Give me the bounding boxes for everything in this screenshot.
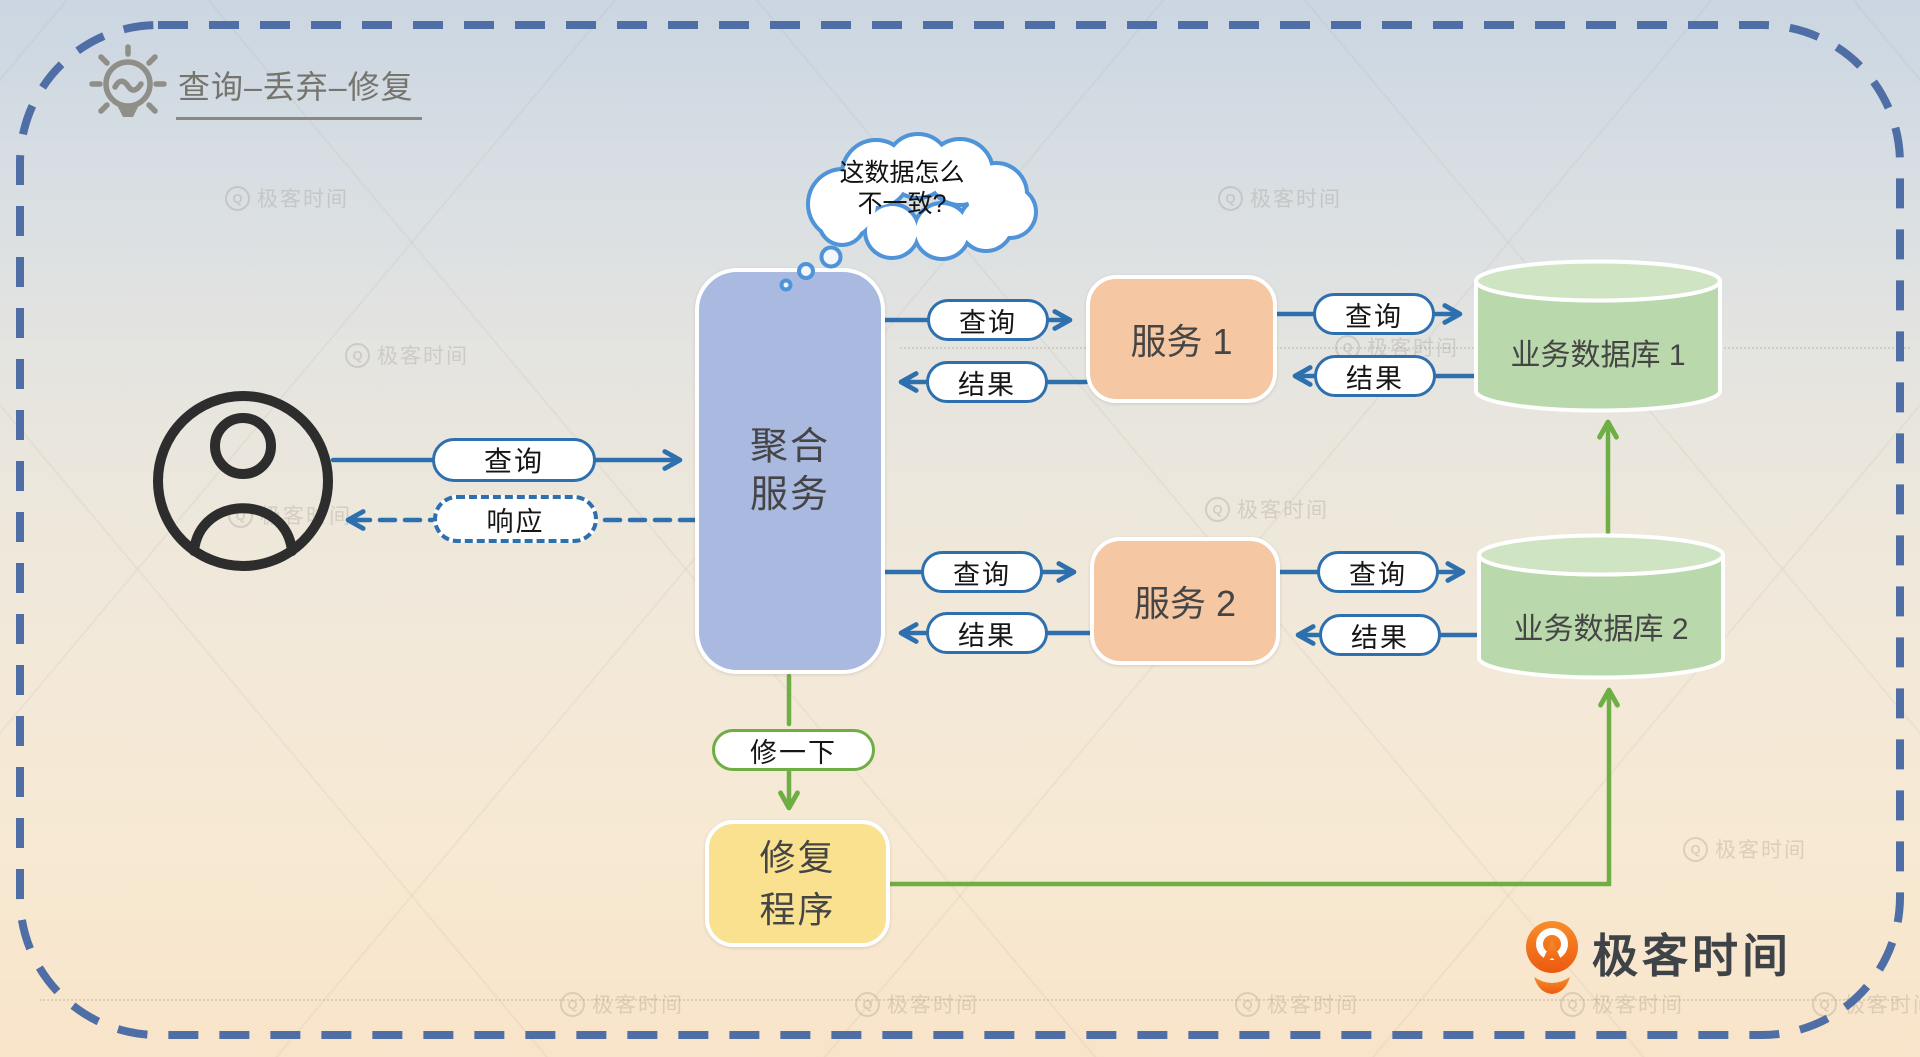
watermark-dotted-line: [40, 999, 1900, 1001]
lightbulb-icon: [89, 44, 167, 117]
dashed-border: [16, 21, 1904, 1039]
aggregate-service-node: 聚合 服务: [695, 268, 885, 674]
service-1-label: 服务 1: [1130, 321, 1233, 362]
thought-bubble-text: 这数据怎么 不一致?: [839, 159, 965, 218]
geektime-logo-icon: [1526, 921, 1578, 994]
database-2-shape: [1477, 533, 1725, 680]
repair-program-label: 程序: [759, 888, 836, 930]
database-1-shape: [1474, 259, 1722, 413]
edge-label-fix: 修一下: [712, 729, 875, 771]
edge-label-agg-svc1-query: 查询: [927, 299, 1049, 341]
edge-label-agg-svc1-result: 结果: [926, 361, 1048, 403]
edge-label-user-query: 查询: [432, 438, 596, 482]
database-2-label: 业务数据库 2: [1513, 613, 1689, 646]
edge-label-svc1-db1-query: 查询: [1313, 293, 1435, 335]
database-1-label: 业务数据库 1: [1510, 339, 1686, 372]
edge-label-user-response: 响应: [433, 495, 598, 543]
service-1-node: 服务 1: [1086, 275, 1277, 403]
edge-label-agg-svc2-query: 查询: [921, 551, 1043, 593]
edge-label-svc2-db2-result: 结果: [1319, 614, 1441, 656]
edge-label-svc2-db2-query: 查询: [1317, 551, 1439, 593]
arrow-repair-to-db2: [887, 687, 1620, 887]
aggregate-service-label: 服务: [749, 474, 830, 516]
repair-program-node: 修复 程序: [705, 820, 890, 947]
diagram-title: 查询–丢弃–修复: [176, 62, 422, 120]
edge-label-svc1-db1-result: 结果: [1314, 355, 1436, 397]
user-icon: [153, 391, 333, 571]
aggregate-service-label: 聚合: [749, 426, 830, 468]
watermark-logo-icon: Q: [225, 185, 250, 211]
service-2-label: 服务 2: [1133, 583, 1237, 624]
edge-label-agg-svc2-result: 结果: [926, 612, 1048, 654]
repair-program-label: 修复: [759, 836, 836, 878]
watermark-dotted-line: [900, 347, 1910, 349]
service-2-node: 服务 2: [1090, 537, 1280, 665]
geektime-logo-text: 极客时间: [1592, 930, 1792, 982]
